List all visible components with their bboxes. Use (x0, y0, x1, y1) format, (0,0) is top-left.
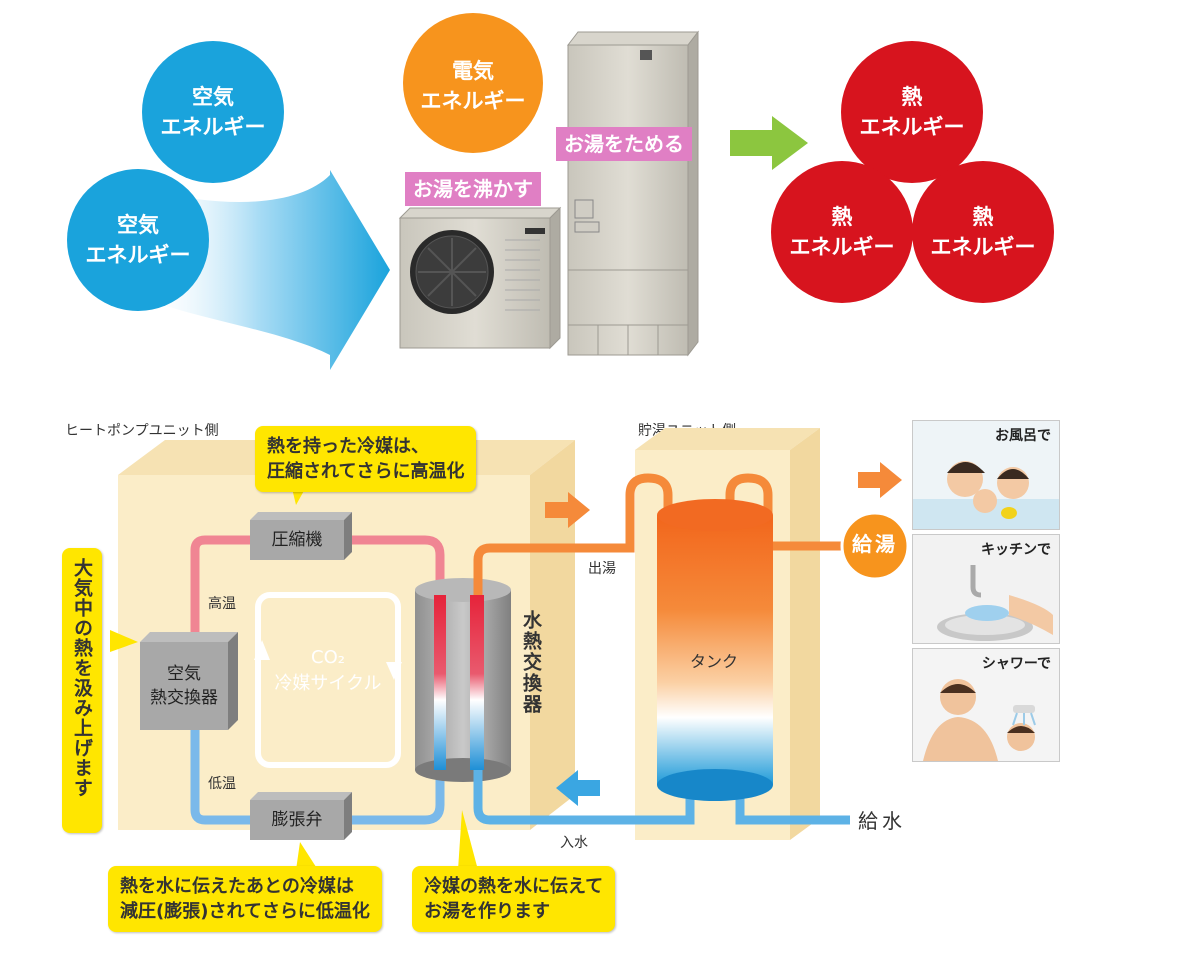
electric-energy-circle (403, 13, 543, 153)
heat-energy-circle-top (841, 41, 983, 183)
compressor-label: 圧縮機 (271, 530, 323, 550)
air-heat-exchanger-box (140, 632, 238, 730)
absorb-heat-callout: 大気中の熱を汲み上げます (62, 548, 102, 833)
high-temp-label: 高温 (208, 596, 236, 612)
expand-callout: 熱を水に伝えたあとの冷媒は 減圧(膨張)されてさらに低温化 (108, 866, 382, 932)
shower-photo: シャワーで (912, 648, 1060, 762)
compressor-box (250, 512, 352, 560)
heat-energy-label-3: 熱 エネルギー (930, 205, 1036, 259)
bath-label: お風呂で (995, 428, 1051, 444)
expansion-valve-box (250, 792, 352, 840)
heat-pump-side-label: ヒートポンプユニット側 (65, 423, 219, 439)
water-in-arrow (556, 770, 600, 806)
hot-supply-label: 給湯 (852, 532, 898, 556)
shower-image (913, 649, 1059, 761)
electric-energy-label: 電気 エネルギー (420, 59, 526, 113)
store-water-tag: お湯をためる (556, 127, 692, 161)
transfer-heat-callout: 冷媒の熱を水に伝えて お湯を作ります (412, 866, 616, 932)
heat-energy-circle-left (771, 161, 913, 303)
water-supply-label: 給水 (858, 809, 906, 833)
boil-water-tag: お湯を沸かす (405, 172, 541, 206)
kitchen-image (913, 535, 1059, 643)
bath-photo: お風呂で (912, 420, 1060, 530)
hot-out-label: 出湯 (588, 561, 616, 577)
low-temp-label: 低温 (208, 776, 236, 792)
bath-image (913, 421, 1059, 529)
heat-pump-unit-illustration (398, 206, 562, 350)
expansion-valve-label: 膨張弁 (271, 810, 323, 830)
shower-label: シャワーで (981, 656, 1051, 672)
co2-cycle-line2: 冷媒サイクル (274, 673, 382, 694)
tank-label: タンク (690, 652, 739, 671)
water-heat-exchanger (415, 578, 511, 782)
top-illustration (67, 13, 1054, 370)
air-energy-circle-top (142, 41, 284, 183)
hot-supply-circle (840, 511, 910, 581)
hot-out-arrow (545, 492, 590, 528)
co2-cycle-label: CO₂ 冷媒サイクル (262, 645, 394, 697)
air-energy-label-1: 空気 エネルギー (160, 85, 266, 139)
air-flow-arrow (150, 170, 390, 370)
heat-energy-label-1: 熱 エネルギー (859, 85, 965, 139)
heat-energy-circle-right (912, 161, 1054, 303)
co2-cycle-line1: CO₂ (311, 647, 345, 668)
to-uses-arrow (858, 462, 902, 498)
heat-energy-label-2: 熱 エネルギー (789, 205, 895, 259)
hot-water-tank (657, 499, 773, 801)
kitchen-label: キッチンで (981, 542, 1051, 558)
air-heat-exchanger-label: 空気 熱交換器 (150, 664, 218, 708)
green-arrow (730, 116, 808, 170)
storage-tank-illustration (566, 30, 700, 357)
water-in-label: 入水 (560, 835, 588, 851)
air-energy-label-2: 空気 エネルギー (85, 213, 191, 267)
compress-callout: 熱を持った冷媒は、 圧縮されてさらに高温化 (255, 426, 477, 492)
water-heat-exchanger-label: 水熱交換器 (520, 610, 542, 715)
air-energy-circle-bottom (67, 169, 209, 311)
kitchen-photo: キッチンで (912, 534, 1060, 644)
